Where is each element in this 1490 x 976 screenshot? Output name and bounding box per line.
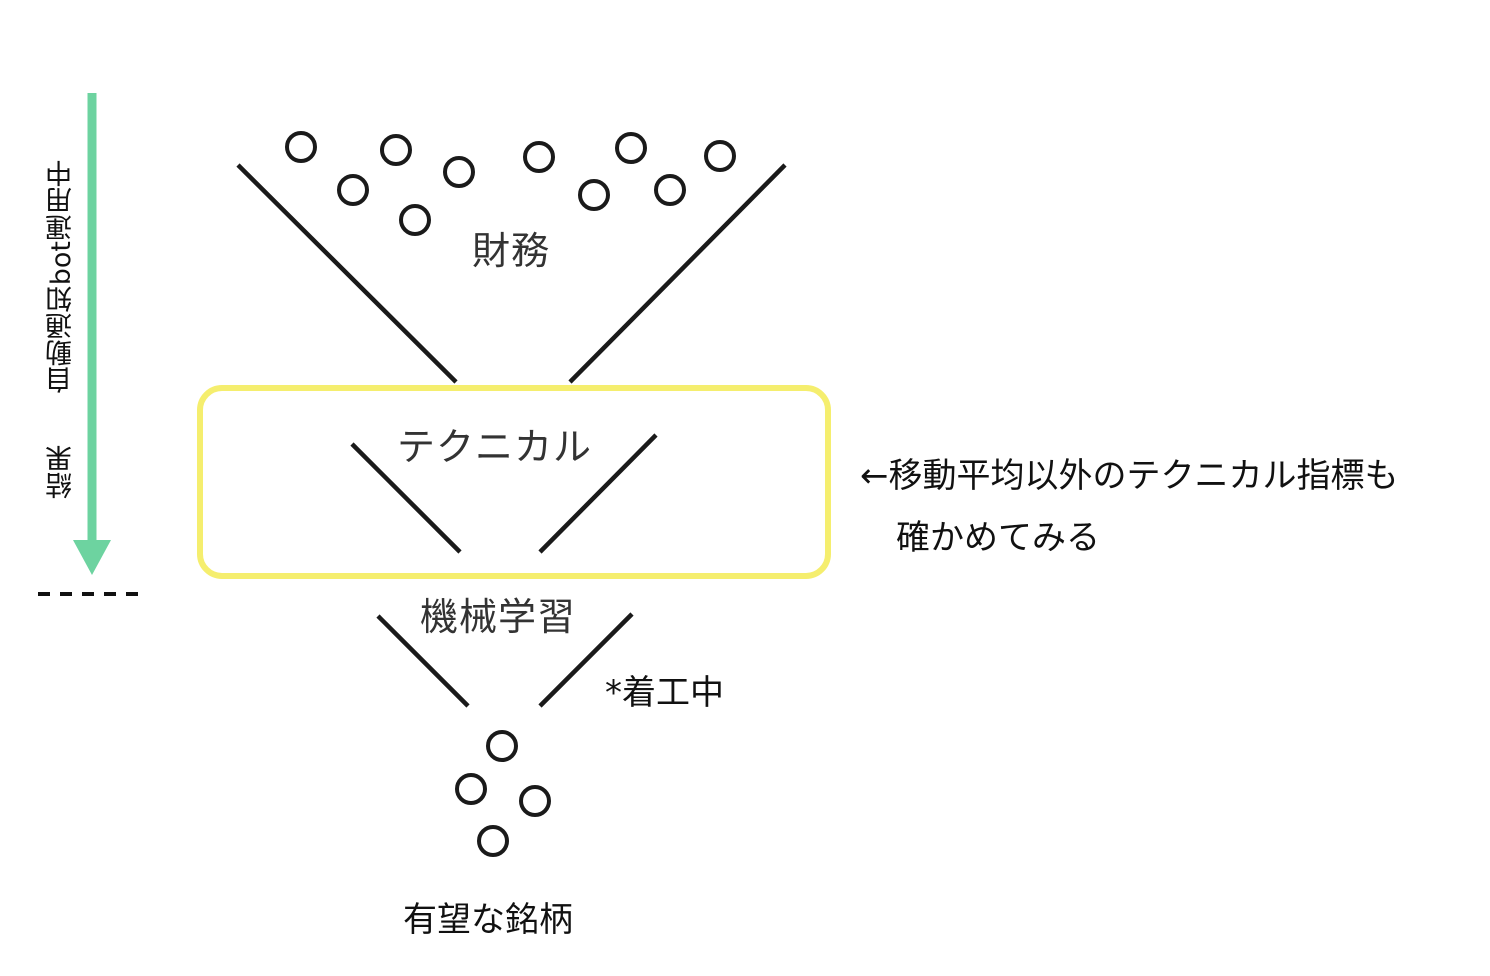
funnel-bottom-left <box>376 614 470 708</box>
input-stock-circle <box>380 134 412 166</box>
side-caption-result: 結果 <box>46 445 77 499</box>
input-stock-circle <box>399 204 431 236</box>
input-stock-circle <box>704 140 736 172</box>
stage-label-machine-learning: 機械学習 <box>420 595 577 639</box>
technical-note-line1: ←移動平均以外のテクニカル指標も <box>860 456 1399 496</box>
stage-status-in-progress: *着工中 <box>605 673 724 713</box>
funnel-top-left <box>236 163 458 384</box>
output-stock-circle <box>477 825 509 857</box>
input-stock-circle <box>578 179 610 211</box>
output-stock-circle <box>519 785 551 817</box>
input-stock-circles <box>285 131 736 236</box>
input-stock-circle <box>523 141 555 173</box>
stage-label-finance: 財務 <box>472 229 551 273</box>
input-stock-circle <box>443 156 475 188</box>
stage-label-technical: テクニカル <box>397 425 593 469</box>
output-stock-circle <box>486 730 518 762</box>
funnel-top-right <box>568 163 787 384</box>
technical-note-line2: 確かめてみる <box>896 518 1100 558</box>
input-stock-circle <box>615 132 647 164</box>
output-stock-circle <box>455 773 487 805</box>
progress-arrow-head <box>73 540 111 575</box>
stage-label-result: 有望な銘柄 <box>403 900 573 940</box>
side-caption-bot-status: 自動通知bot運用中 <box>46 160 77 394</box>
funnel-middle-left <box>350 442 462 554</box>
technical-highlight-box <box>197 385 831 579</box>
input-stock-circle <box>285 131 317 163</box>
funnel-middle-right <box>538 433 658 554</box>
input-stock-circle <box>337 174 369 206</box>
input-stock-circle <box>654 174 686 206</box>
funnel-bottom-right <box>538 612 634 708</box>
output-stock-circles <box>455 730 551 857</box>
